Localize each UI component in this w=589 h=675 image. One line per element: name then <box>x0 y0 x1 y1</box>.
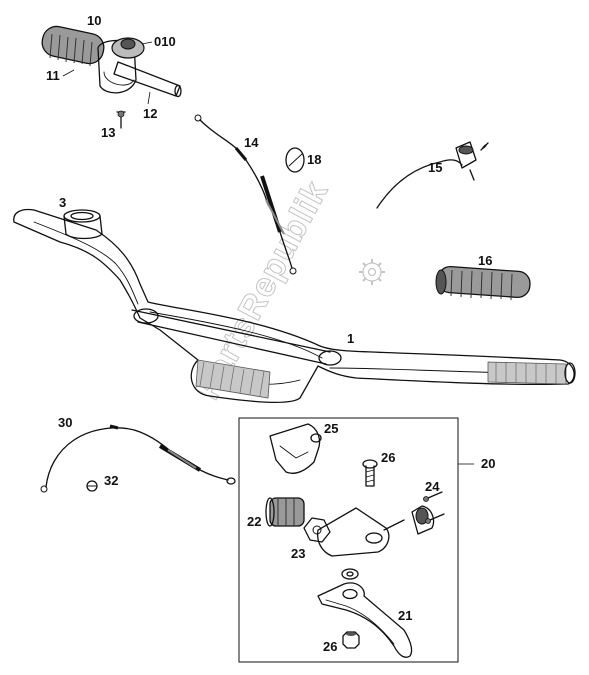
callout-15: 15 <box>428 160 442 175</box>
callout-12: 12 <box>143 106 157 121</box>
cable-clip <box>285 147 305 173</box>
callout-24: 24 <box>425 479 440 494</box>
kill-switch <box>376 141 489 209</box>
throttle-cable <box>194 114 297 275</box>
callout-18: 18 <box>307 152 321 167</box>
callout-30: 30 <box>58 415 72 430</box>
leader-11 <box>62 69 75 77</box>
lever-cover <box>269 423 322 474</box>
watermark-gear-icon <box>359 259 385 285</box>
clamp-screws <box>423 491 445 524</box>
lever-perch <box>316 505 435 557</box>
left-grip <box>435 265 531 301</box>
handlebar-bushing <box>63 209 103 240</box>
lever-nut <box>342 631 360 649</box>
cable-adjuster <box>265 497 305 527</box>
callout-26-upper: 26 <box>381 450 395 465</box>
clutch-lever-group-frame <box>238 417 474 663</box>
callout-3: 3 <box>59 195 66 210</box>
callout-23: 23 <box>291 546 305 561</box>
leader-010 <box>141 41 153 45</box>
callout-14: 14 <box>244 135 259 150</box>
handlebar <box>13 208 576 404</box>
callout-1: 1 <box>347 331 354 346</box>
callout-21: 21 <box>398 608 412 623</box>
callout-26-lower: 26 <box>323 639 337 654</box>
clutch-lever <box>317 568 413 658</box>
callout-13: 13 <box>101 125 115 140</box>
callout-20: 20 <box>481 456 495 471</box>
throttle-grip-assembly <box>41 25 182 129</box>
callout-11: 11 <box>46 68 60 83</box>
pivot-screw <box>362 459 378 487</box>
callout-10: 10 <box>87 13 101 28</box>
clutch-cable <box>40 424 236 493</box>
adjuster-lock-nut <box>303 517 331 543</box>
leader-12 <box>147 91 151 105</box>
callout-16: 16 <box>478 253 492 268</box>
callout-010: 010 <box>154 34 176 49</box>
callout-32: 32 <box>104 473 118 488</box>
callout-25: 25 <box>324 421 338 436</box>
callout-22: 22 <box>247 514 261 529</box>
